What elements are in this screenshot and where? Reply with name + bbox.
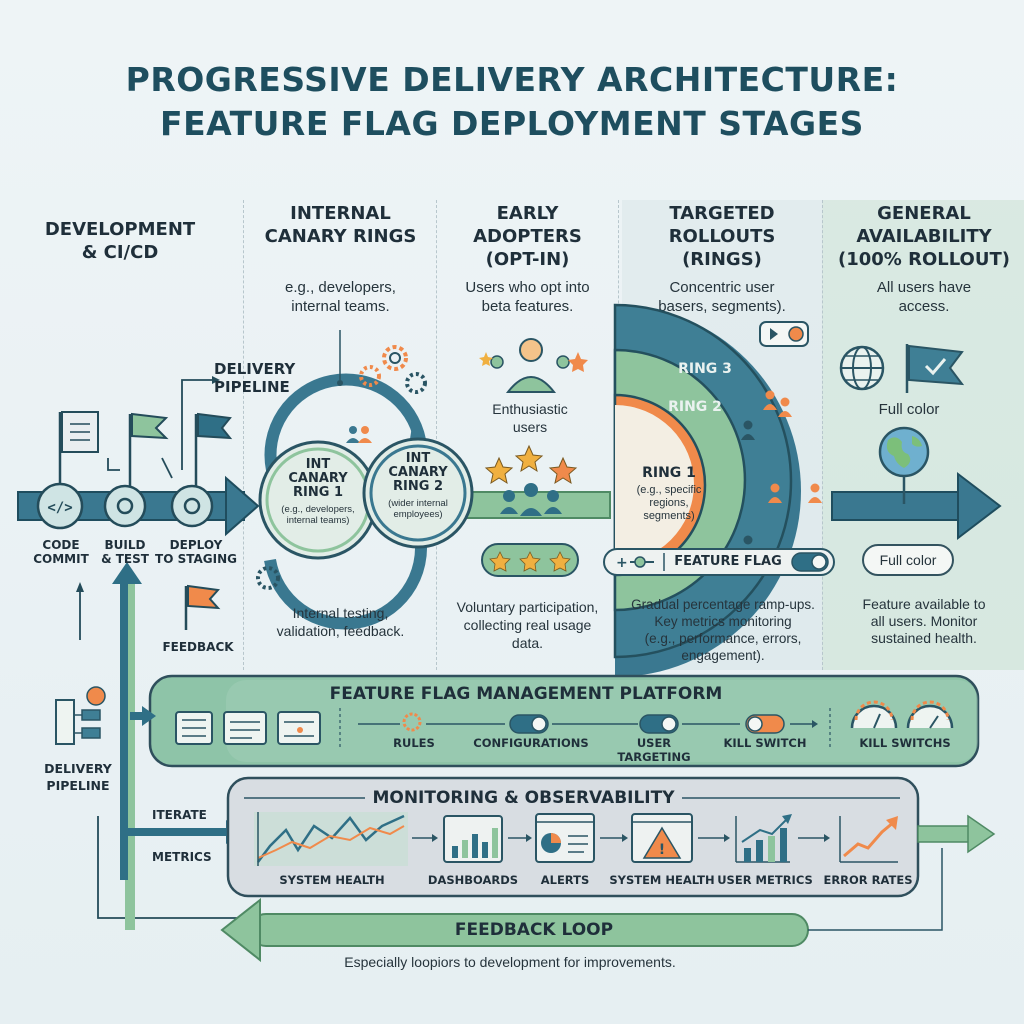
ga-full-color-2: Full color bbox=[879, 552, 937, 568]
monitoring-title: MONITORING & OBSERVABILITY bbox=[372, 788, 675, 808]
feedback-loop-title: FEEDBACK LOOP bbox=[454, 920, 614, 940]
svg-text:!: ! bbox=[659, 842, 665, 858]
monitor-item-dashboards: DASHBOARDS bbox=[427, 873, 519, 887]
platform-title: FEATURE FLAG MANAGEMENT PLATFORM bbox=[329, 684, 723, 704]
ring-3-label: RING 3 bbox=[678, 361, 732, 377]
build-test-label: BUILD & TEST bbox=[101, 538, 149, 566]
svg-text:</>: </> bbox=[47, 500, 72, 516]
divider-1 bbox=[243, 200, 244, 670]
stage-ga-desc: All users have access. bbox=[876, 279, 972, 315]
stage-early-title: EARLY ADOPTERS (OPT-IN) bbox=[473, 203, 582, 270]
code-commit-label: CODE COMMIT bbox=[33, 538, 89, 566]
ga-full-color-1: Full color bbox=[878, 401, 940, 418]
ring-1-sub: (e.g., specific regions, segments) bbox=[636, 484, 702, 522]
platform-item-user-targeting: USER TARGETING bbox=[617, 736, 691, 764]
enthusiastic-users-label: Enthusiastic users bbox=[492, 401, 568, 435]
ring-1-label: RING 1 bbox=[642, 465, 696, 481]
svg-text:+: + bbox=[616, 555, 628, 571]
stage-targeted-desc: Concentric user basers, segments). bbox=[658, 279, 786, 315]
stage-targeted-title: TARGETED ROLLOUTS (RINGS) bbox=[668, 203, 776, 270]
ring-2-label: RING 2 bbox=[668, 399, 722, 415]
left-delivery-pipeline-label: DELIVERY PIPELINE bbox=[44, 761, 112, 793]
title-line-2: FEATURE FLAG DEPLOYMENT STAGES bbox=[160, 104, 864, 143]
platform-item-configurations: CONFIGURATIONS bbox=[473, 736, 589, 750]
iterate-label: ITERATE bbox=[152, 808, 207, 822]
delivery-pipeline-label: DELIVERY PIPELINE bbox=[214, 360, 296, 396]
stage-ga-title: GENERAL AVAILABILITY (100% ROLLOUT) bbox=[838, 203, 1010, 270]
page-title: PROGRESSIVE DELIVERY ARCHITECTURE: FEATU… bbox=[0, 58, 1024, 146]
platform-item-kill-switchs: KILL SWITCHS bbox=[859, 736, 951, 750]
internal-bottom-text: Internal testing, validation, feedback. bbox=[276, 605, 405, 639]
platform-item-rules: RULES bbox=[393, 736, 435, 750]
monitor-item-error-rates: ERROR RATES bbox=[823, 873, 913, 887]
deploy-staging-label: DEPLOY TO STAGING bbox=[155, 538, 237, 566]
ga-bottom-text: Feature available to all users. Monitor … bbox=[862, 596, 986, 646]
feedback-loop-caption: Especially loopiors to development for i… bbox=[344, 954, 676, 970]
int-ring-1-label: INT CANARY RING 1 bbox=[288, 457, 348, 500]
monitor-item-user-metrics: USER METRICS bbox=[717, 873, 813, 887]
monitor-item-system-health-2: SYSTEM HEALTH bbox=[609, 873, 715, 887]
stage-internal-title: INTERNAL CANARY RINGS bbox=[264, 203, 417, 247]
int-ring-2-label: INT CANARY RING 2 bbox=[388, 451, 448, 494]
stage-early-desc: Users who opt into beta features. bbox=[465, 279, 590, 315]
divider-4 bbox=[822, 200, 823, 670]
stage-dev-title: DEVELOPMENT & CI/CD bbox=[44, 219, 196, 263]
early-bottom-text: Voluntary participation, collecting real… bbox=[456, 599, 599, 651]
title-line-1: PROGRESSIVE DELIVERY ARCHITECTURE: bbox=[125, 60, 899, 99]
divider-2 bbox=[436, 200, 437, 670]
int-ring-2-sub: (wider internal employees) bbox=[388, 498, 448, 520]
platform-item-kill-switch: KILL SWITCH bbox=[723, 736, 807, 750]
feedback-label: FEEDBACK bbox=[162, 640, 234, 654]
monitor-item-system-health: SYSTEM HEALTH bbox=[279, 873, 385, 887]
feature-flag-label: FEATURE FLAG bbox=[674, 554, 782, 569]
stage-internal-desc: e.g., developers, internal teams. bbox=[285, 279, 396, 315]
int-ring-1-sub: (e.g., developers, internal teams) bbox=[281, 504, 355, 526]
ga-column-bg bbox=[822, 200, 1024, 670]
ga-full-color-pill: Full color bbox=[862, 544, 954, 576]
targeted-bottom-text: Gradual percentage ramp-ups. Key metrics… bbox=[631, 597, 815, 663]
monitor-item-alerts: ALERTS bbox=[540, 873, 590, 887]
metrics-label: METRICS bbox=[152, 850, 212, 864]
